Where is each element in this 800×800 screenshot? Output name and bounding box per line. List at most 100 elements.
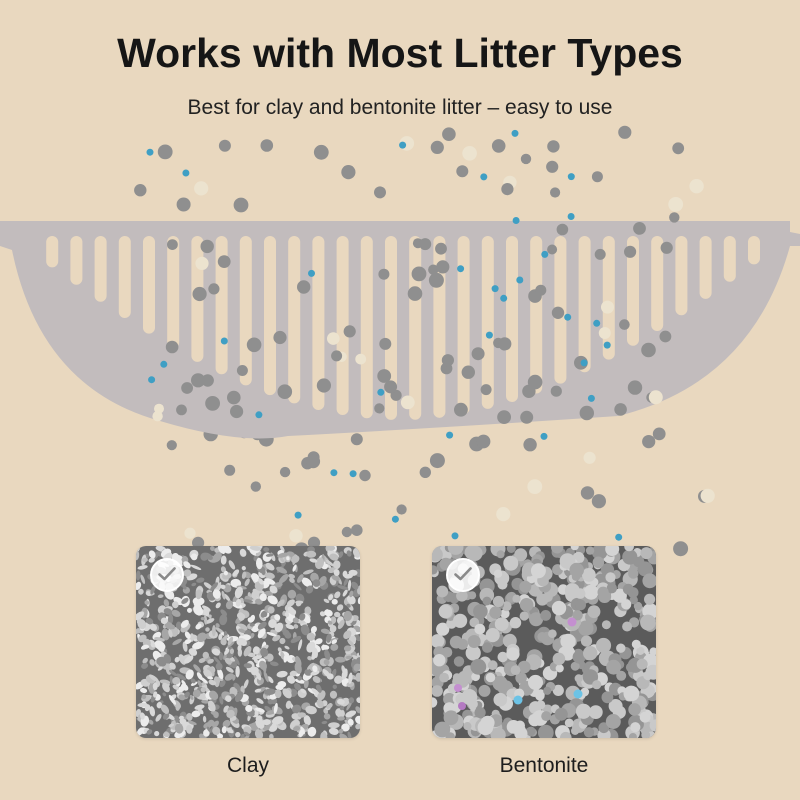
litter-granule (353, 663, 360, 672)
litter-granule (264, 572, 275, 580)
litter-speck (454, 684, 462, 692)
litter-granule (623, 685, 640, 702)
litter-pellet (451, 532, 459, 540)
litter-granule (622, 621, 633, 632)
litter-granule (514, 548, 528, 562)
litter-pellet (441, 354, 454, 367)
litter-granule (140, 645, 148, 650)
litter-pellet (551, 306, 565, 319)
litter-granule (266, 631, 277, 637)
litter-pellet (500, 294, 508, 302)
clay-litter-card (136, 546, 360, 738)
litter-granule (315, 638, 323, 645)
litter-granule (205, 627, 210, 632)
litter-granule (300, 624, 310, 636)
litter-granule (474, 707, 486, 719)
litter-granule (235, 598, 242, 607)
litter-pellet (614, 403, 627, 416)
litter-pellet (374, 186, 386, 199)
litter-granule (254, 688, 262, 693)
litter-granule (220, 584, 226, 590)
litter-speck (573, 689, 583, 699)
litter-granule (326, 673, 334, 680)
litter-granule (225, 695, 232, 702)
litter-granule (149, 659, 155, 666)
litter-granule (184, 691, 190, 698)
litter-granule (641, 730, 651, 738)
litter-granule (249, 546, 262, 551)
litter-granule (640, 614, 656, 631)
litter-granule (351, 581, 359, 590)
litter-pellet (349, 470, 357, 478)
litter-granule (621, 599, 632, 610)
litter-granule (136, 549, 140, 561)
litter-speck (458, 702, 466, 710)
litter-granule (564, 718, 574, 728)
litter-granule (182, 584, 187, 590)
subheadline: Best for clay and bentonite litter – eas… (187, 96, 613, 119)
litter-pellet (148, 376, 156, 384)
litter-pellet (601, 300, 614, 314)
litter-granule (616, 670, 627, 681)
litter-pellet (456, 165, 469, 178)
litter-granule (345, 710, 357, 718)
litter-granule (317, 690, 326, 701)
litter-granule (293, 726, 301, 731)
litter-granule (334, 591, 341, 599)
litter-granule (220, 555, 227, 565)
litter-granule (286, 556, 290, 561)
litter-pellet (579, 405, 594, 421)
litter-granule (163, 599, 170, 607)
litter-granule (193, 664, 201, 673)
litter-granule (551, 600, 567, 616)
litter-granule (203, 729, 210, 737)
litter-pellet (660, 241, 673, 254)
litter-pellet (277, 384, 293, 400)
litter-granule (568, 587, 577, 597)
litter-granule (284, 612, 290, 618)
litter-granule (286, 654, 296, 664)
litter-pellet (377, 369, 392, 383)
litter-pellet (378, 268, 390, 280)
litter-pellet (594, 248, 606, 260)
litter-granule (321, 644, 330, 650)
litter-granule (287, 589, 297, 599)
litter-granule (215, 602, 221, 609)
litter-pellet (166, 440, 177, 451)
litter-granule (193, 601, 202, 610)
litter-granule (306, 641, 316, 653)
litter-pellet (700, 488, 715, 503)
litter-granule (149, 706, 156, 717)
litter-granule (530, 563, 546, 579)
litter-granule (453, 656, 465, 667)
litter-pellet (429, 453, 445, 469)
litter-granule (555, 664, 564, 673)
litter-granule (572, 650, 586, 664)
litter-pellet (498, 337, 512, 351)
litter-pellet (454, 402, 468, 417)
litter-granule (335, 708, 345, 718)
litter-granule (314, 557, 325, 569)
litter-pellet (567, 213, 575, 220)
litter-granule (540, 610, 552, 621)
litter-granule (509, 617, 522, 629)
litter-granule (310, 670, 320, 676)
litter-pellet (308, 269, 315, 277)
litter-granule (570, 546, 579, 551)
litter-granule (357, 585, 360, 595)
litter-granule (224, 648, 230, 655)
litter-granule (196, 577, 205, 583)
litter-pellet (273, 330, 287, 345)
litter-granule (515, 672, 527, 684)
litter-granule (622, 583, 634, 595)
litter-granule (616, 643, 626, 653)
litter-granule (552, 652, 566, 666)
litter-pellet (176, 197, 191, 212)
litter-granule (267, 698, 274, 705)
litter-pellet (520, 410, 534, 424)
litter-granule (494, 617, 509, 631)
litter-granule (482, 596, 492, 606)
litter-granule (154, 636, 165, 642)
litter-granule (136, 611, 145, 621)
litter-granule (277, 680, 287, 688)
